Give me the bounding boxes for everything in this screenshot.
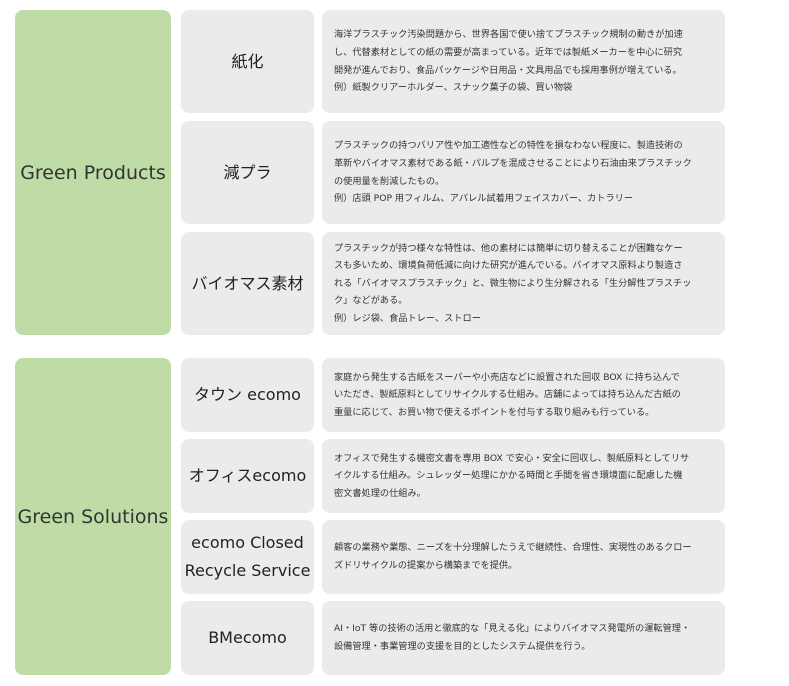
item-label: ecomo Closed Recycle Service — [181, 520, 314, 594]
item-label: タウン ecomo — [181, 358, 314, 432]
item-description: 家庭から発生する古紙をスーパーや小売店などに設置された回収 BOX に持ち込んで… — [322, 358, 725, 432]
item-description: AI・IoT 等の技術の活用と徹底的な「見える化」によりバイオマス発電所の運転管… — [322, 601, 725, 675]
item-label: オフィスecomo — [181, 439, 314, 513]
category-label: Green Solutions — [15, 358, 171, 675]
item-description: プラスチックが持つ様々な特性は、他の素材には簡単に切り替えることが困難なケー ス… — [322, 232, 725, 335]
item-description: 海洋プラスチック汚染問題から、世界各国で使い捨てプラスチック規制の動きが加速 し… — [322, 10, 725, 113]
category-label: Green Products — [15, 10, 171, 335]
item-description: オフィスで発生する機密文書を専用 BOX で安心・安全に回収し、製紙原料としてリ… — [322, 439, 725, 513]
item-label: 減プラ — [181, 121, 314, 224]
item-label: BMecomo — [181, 601, 314, 675]
item-label: 紙化 — [181, 10, 314, 113]
item-label: バイオマス素材 — [181, 232, 314, 335]
item-description: 顧客の業務や業態、ニーズを十分理解したうえで継続性、合理性、実現性のあるクロー … — [322, 520, 725, 594]
item-description: プラスチックの持つバリア性や加工適性などの特性を損なわない程度に、製造技術の 革… — [322, 121, 725, 224]
